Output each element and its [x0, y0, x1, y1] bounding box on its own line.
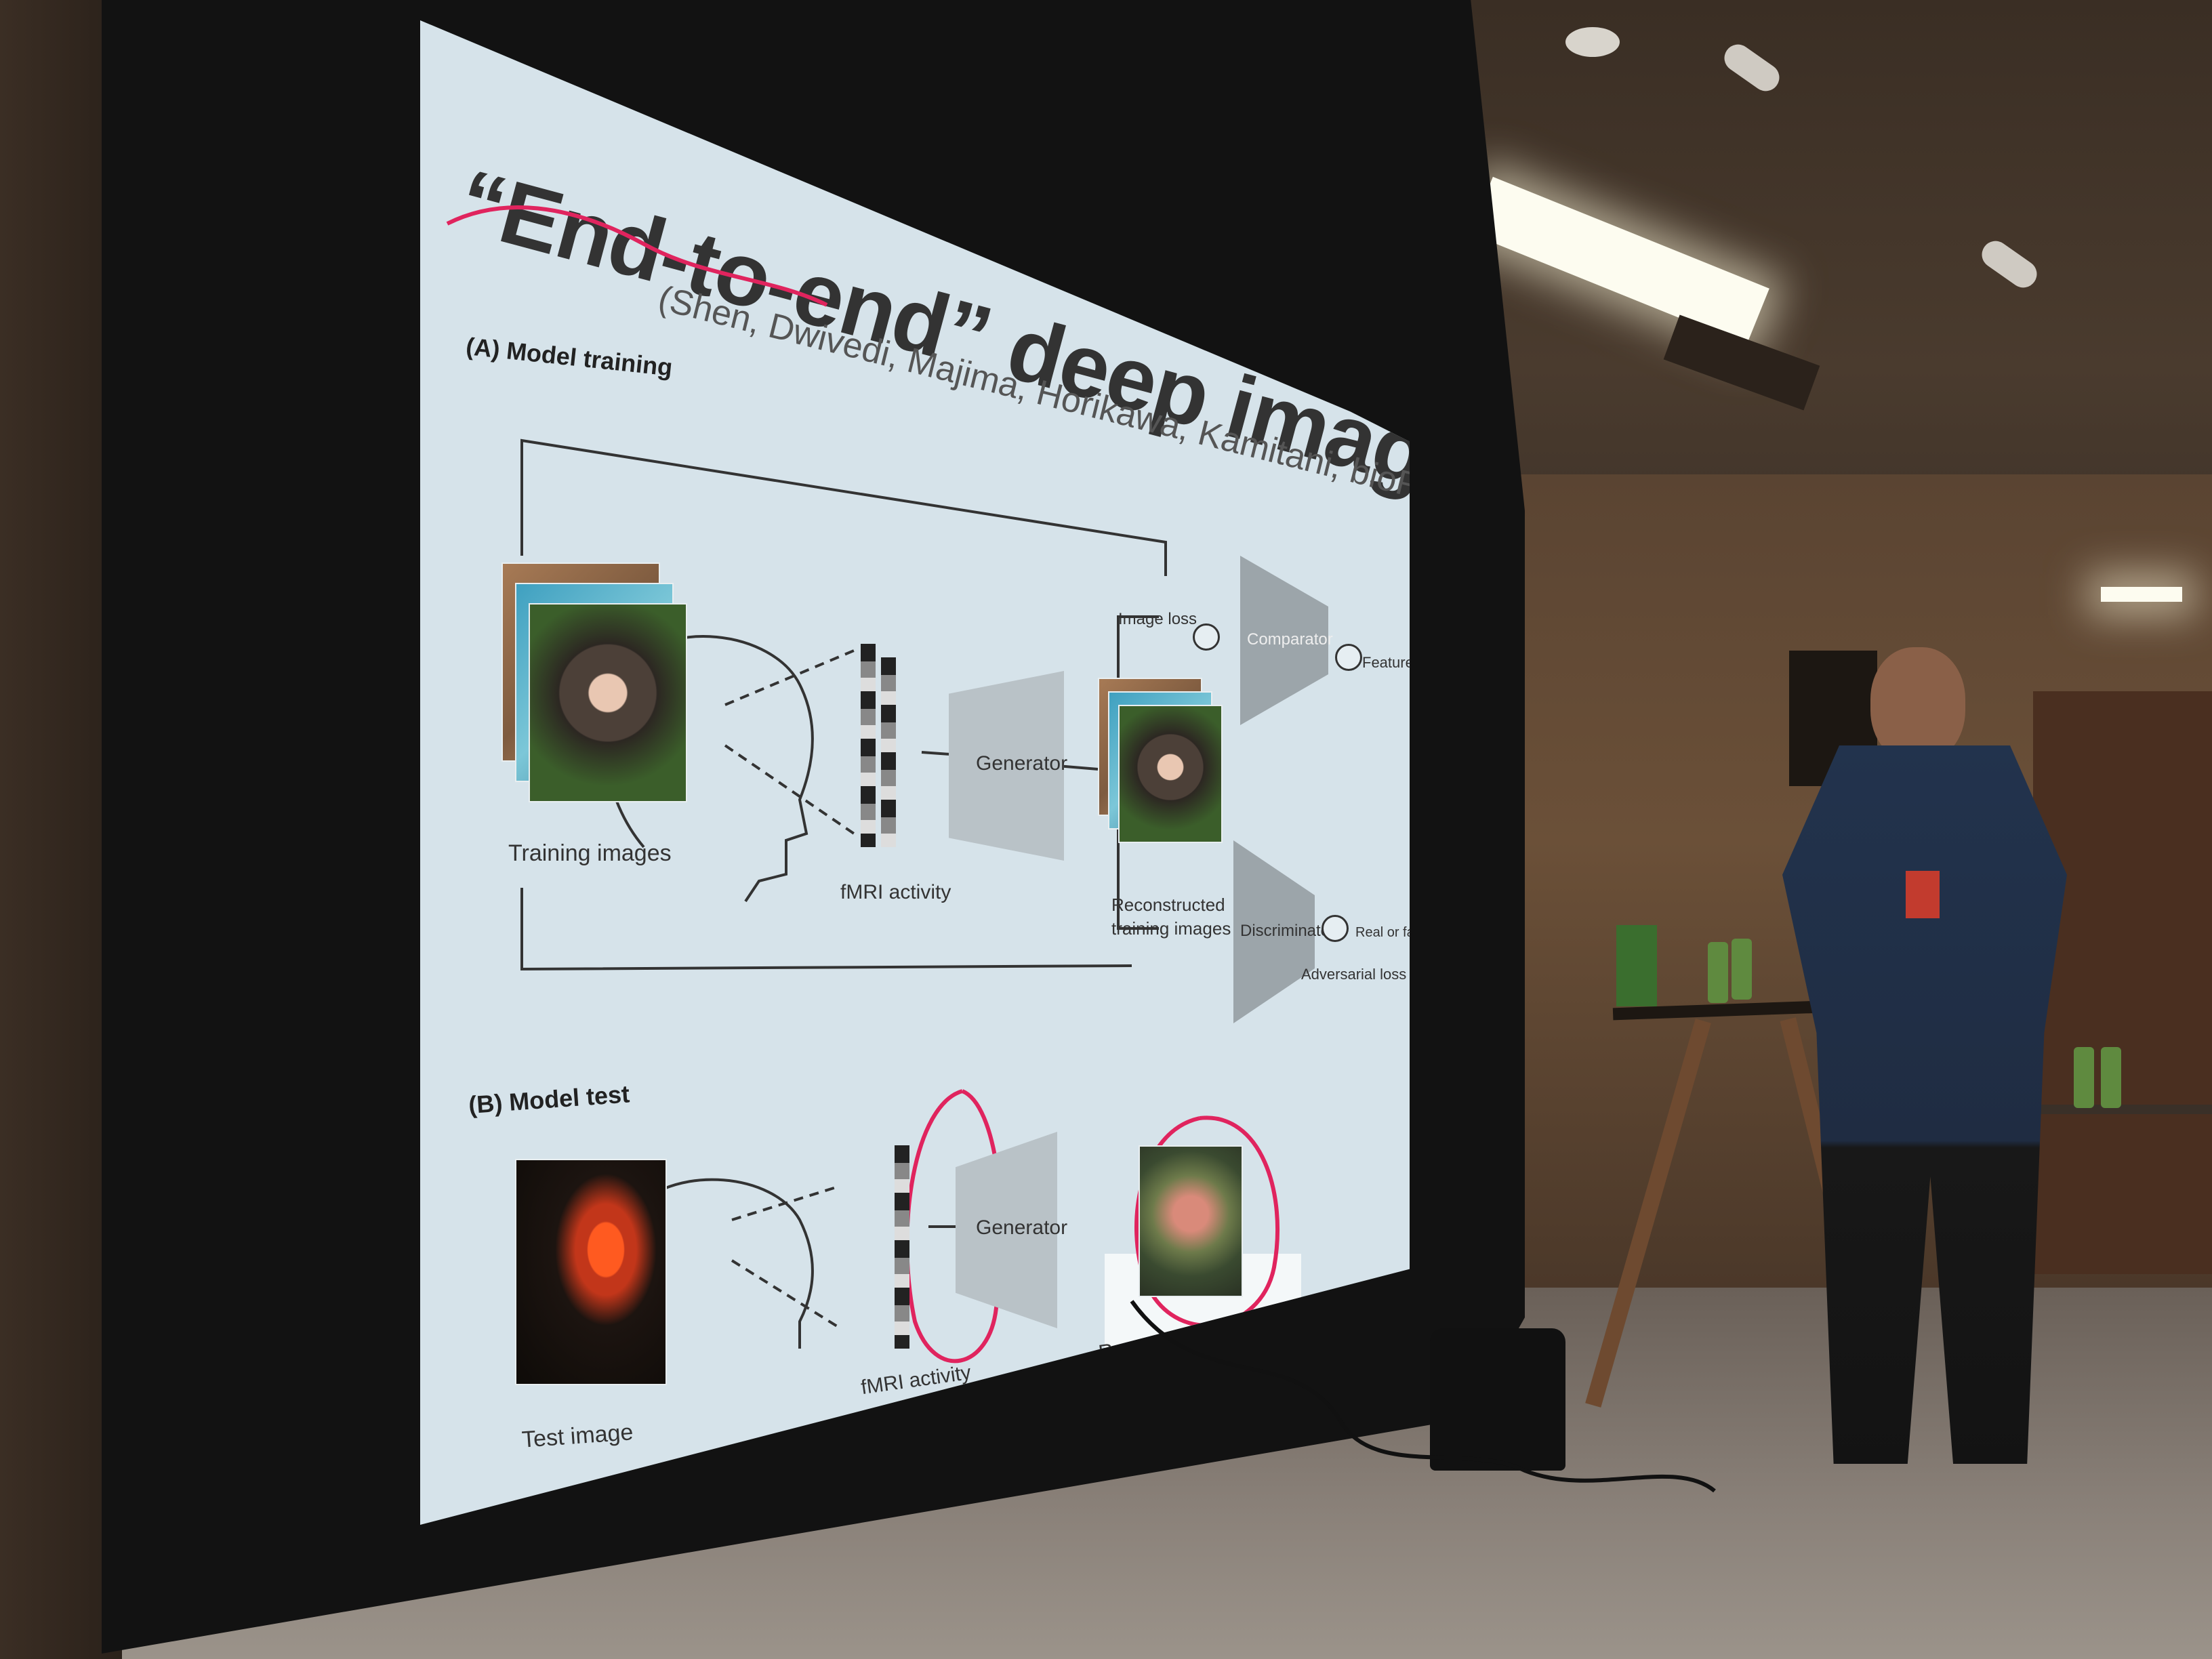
test-generator-block [956, 1132, 1057, 1328]
presenter-head [1870, 647, 1965, 762]
discriminator-label: Discriminator [1240, 922, 1336, 940]
backpack [1430, 1328, 1565, 1471]
feedback-line-top [520, 438, 1167, 576]
wall-light [2101, 587, 2182, 602]
water-bottle [2101, 1047, 2121, 1108]
comparator-label: Comparator [1247, 630, 1333, 649]
pen-underline-annotation [446, 205, 828, 307]
dashed-projection [724, 649, 855, 835]
loss-node-icon [1322, 915, 1349, 942]
generator-label: Generator [976, 752, 1068, 775]
loss-node-icon [1335, 644, 1362, 671]
water-bottle [1708, 942, 1728, 1003]
fmri-activity-column [881, 657, 896, 847]
door [2033, 691, 2212, 1274]
table-sign [1616, 925, 1657, 1006]
test-image [515, 1159, 667, 1385]
arrow-to-comparator [1117, 615, 1159, 698]
test-reconstructed-image [1139, 1145, 1243, 1297]
arrow-generator-recon [1057, 764, 1099, 771]
reconstructed-label: Reconstructed [1111, 895, 1225, 915]
adversarial-loss-label: Adversarial loss [1301, 966, 1407, 983]
fmri-activity-column [895, 1145, 909, 1349]
smoke-detector [1565, 27, 1620, 57]
fmri-activity-column [861, 644, 876, 847]
training-images-label: Training images [508, 840, 672, 866]
image-loss-label: Image loss [1118, 610, 1197, 628]
recon-image-chimp [1118, 705, 1223, 843]
dashed-projection [731, 1185, 842, 1330]
water-bottle [1732, 939, 1752, 1000]
training-image-chimp [529, 603, 687, 802]
loss-node-icon [1193, 623, 1220, 651]
reconstructed-label-line2: training images [1111, 918, 1231, 939]
fmri-activity-label: fMRI activity [840, 881, 951, 903]
test-generator-label: Generator [976, 1216, 1068, 1239]
water-bottle [2074, 1047, 2094, 1108]
side-table [2033, 1105, 2212, 1114]
lanyard-badge [1906, 871, 1940, 918]
real-or-fake-label: Real or fake [1355, 925, 1410, 940]
feature-loss-label: Feature loss [1362, 654, 1410, 671]
generator-block [949, 671, 1064, 861]
floor-cables [1130, 1300, 1716, 1493]
feedback-line-bottom [520, 888, 1132, 971]
